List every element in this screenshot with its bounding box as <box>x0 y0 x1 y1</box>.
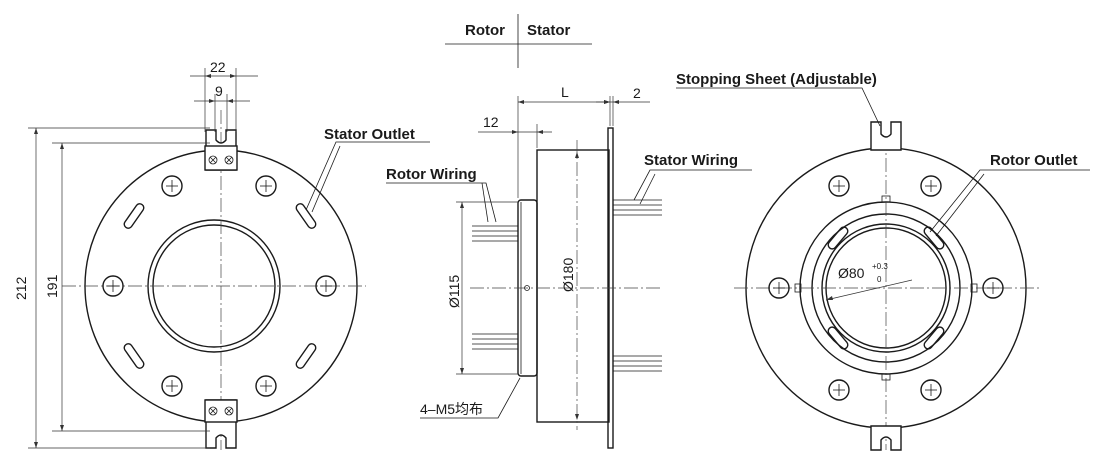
dim-L: L <box>517 84 611 198</box>
left-bottom-tab <box>204 399 238 449</box>
rotor-outlet-callout: Rotor Outlet <box>929 152 1090 237</box>
svg-text:12: 12 <box>483 114 499 130</box>
legend-rotor: Rotor <box>465 22 505 39</box>
dim-2: 2 <box>596 85 650 126</box>
svg-text:2: 2 <box>633 85 641 101</box>
rotor-wiring-label: Rotor Wiring <box>386 166 477 183</box>
svg-text:Ø115: Ø115 <box>446 275 462 308</box>
svg-text:L: L <box>561 84 569 100</box>
dim-180: Ø180 <box>560 152 579 420</box>
left-outlet-slots <box>123 203 317 369</box>
right-top-tab <box>870 121 902 151</box>
svg-text:191: 191 <box>44 274 60 298</box>
right-outlet-slots <box>827 226 945 350</box>
rotor-outlet-label: Rotor Outlet <box>990 152 1078 169</box>
left-bolt-holes <box>102 175 337 397</box>
left-face-view: 22 9 212 191 Stat <box>13 59 430 450</box>
stator-wiring-lines <box>613 199 662 372</box>
left-top-tab <box>204 129 238 171</box>
mount-holes-callout: 4–M5均布 <box>420 377 521 419</box>
svg-text:9: 9 <box>215 83 223 99</box>
dim-12: 12 <box>478 114 552 148</box>
svg-text:Ø180: Ø180 <box>560 258 576 292</box>
stopping-sheet-label: Stopping Sheet (Adjustable) <box>676 71 877 88</box>
right-bottom-tab <box>870 425 902 451</box>
left-bore-outer <box>147 219 281 353</box>
svg-text:212: 212 <box>13 276 29 300</box>
dim-22: 22 <box>190 59 258 132</box>
svg-text:0: 0 <box>877 275 882 284</box>
rotor-stator-legend: Rotor Stator <box>445 14 592 68</box>
rotor-wiring-lines <box>472 225 518 350</box>
stator-wiring-label: Stator Wiring <box>644 152 738 169</box>
svg-text:22: 22 <box>210 59 226 75</box>
right-bolt-holes <box>768 175 1004 401</box>
dim-212: 212 <box>13 127 210 449</box>
svg-text:Ø80: Ø80 <box>838 265 865 281</box>
svg-text:+0.3: +0.3 <box>872 262 888 271</box>
stator-outlet-callout: Stator Outlet <box>305 126 430 213</box>
stator-wiring-callout: Stator Wiring <box>633 152 752 205</box>
stator-outlet-label: Stator Outlet <box>324 126 415 143</box>
dim-80: Ø80 +0.3 0 <box>825 262 913 301</box>
stopping-sheet-callout: Stopping Sheet (Adjustable) <box>676 71 881 127</box>
dim-191: 191 <box>44 142 210 432</box>
right-face-view: Ø80 +0.3 0 Stopping Sheet (Adjustable) R… <box>676 71 1090 451</box>
side-profile-view: L 2 12 Ø115 Ø180 <box>386 84 752 449</box>
legend-stator: Stator <box>527 22 571 39</box>
dim-115: Ø115 <box>446 201 518 375</box>
rotor-wiring-callout: Rotor Wiring <box>386 166 497 223</box>
dim-9: 9 <box>194 83 250 132</box>
mount-holes-label: 4–M5均布 <box>420 401 483 417</box>
right-bore-outer <box>821 223 951 353</box>
